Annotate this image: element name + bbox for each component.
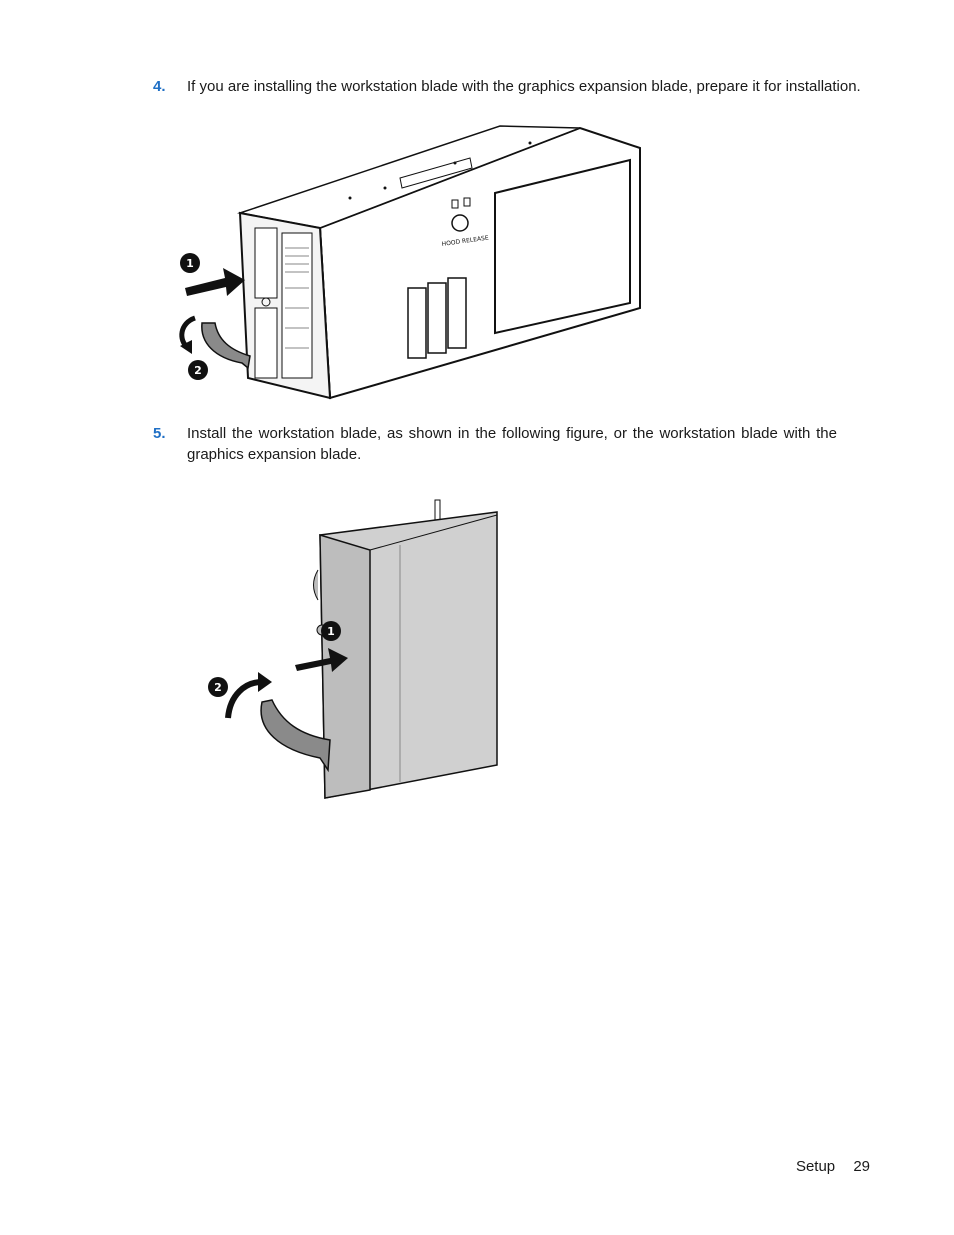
step-4-number: 4. <box>153 78 166 95</box>
footer-section: Setup <box>795 1158 836 1175</box>
callout-2-label-install: 2 <box>214 681 222 694</box>
callout-2-label: 2 <box>194 364 202 377</box>
graphics-expansion-blade-figure: HOOD RELEASE 1 2 <box>170 118 650 403</box>
step-4-text: If you are installing the workstation bl… <box>187 78 861 95</box>
install-blade-illustration: 1 2 <box>208 499 498 799</box>
callout-2-badge-install <box>208 677 228 697</box>
step-5-number: 5. <box>153 425 166 442</box>
step-5-text: Install the workstation blade, as shown … <box>187 425 837 463</box>
callout-2-badge <box>188 360 208 380</box>
callout-1-label-install: 1 <box>327 625 335 638</box>
callout-1-badge <box>180 253 200 273</box>
expansion-blade-illustration: HOOD RELEASE 1 2 <box>179 125 641 400</box>
callout-1-label: 1 <box>186 257 194 270</box>
page-footer: Setup 29 <box>796 1158 870 1175</box>
callout-1-badge-install <box>321 621 341 641</box>
page-number: 29 <box>853 1158 870 1175</box>
install-blade-figure: 1 2 <box>200 490 510 810</box>
